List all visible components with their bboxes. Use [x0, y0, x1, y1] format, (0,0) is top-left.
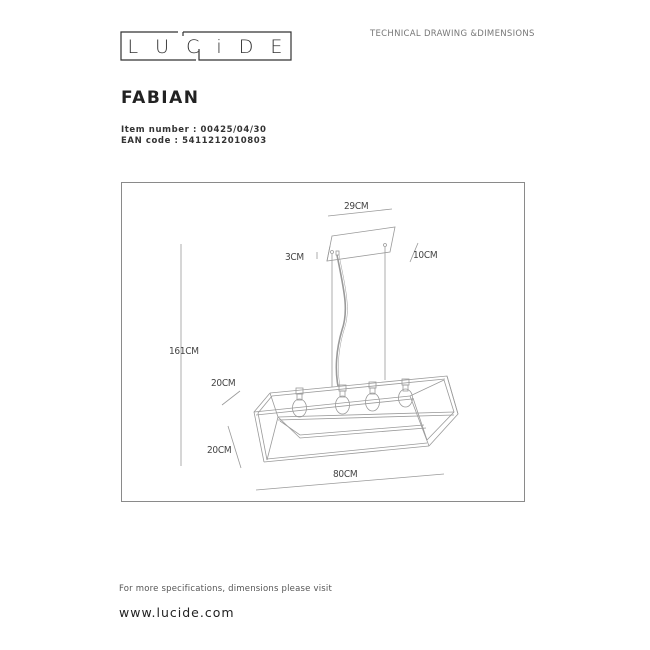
logo-letter: U: [155, 36, 172, 58]
drawing-frame: [121, 182, 525, 502]
dimension-canopy-depth: 10CM: [413, 250, 438, 261]
lucide-logo-frame: [120, 31, 292, 61]
document-type-label: TECHNICAL DRAWING &DIMENSIONS: [370, 29, 535, 39]
footer-note: For more specifications, dimensions plea…: [119, 584, 332, 594]
product-title: FABIAN: [121, 88, 200, 108]
dimension-canopy-length: 29CM: [344, 201, 369, 212]
dimension-frame-length: 80CM: [333, 469, 358, 480]
lucide-logo: L U C i D E: [120, 33, 292, 61]
logo-letter: C: [186, 36, 202, 58]
dimension-canopy-height: 3CM: [285, 252, 304, 263]
logo-letter: L: [127, 36, 141, 58]
ean-code: EAN code : 5411212010803: [121, 136, 267, 146]
item-number: Item number : 00425/04/30: [121, 125, 267, 135]
dimension-frame-height: 20CM: [207, 445, 232, 456]
bulbs: [292, 378, 413, 418]
website-link[interactable]: www.lucide.com: [119, 605, 235, 620]
logo-letter: E: [270, 36, 285, 58]
dimension-total-height: 161CM: [169, 346, 199, 357]
logo-letter: D: [238, 36, 256, 58]
logo-letter: i: [216, 36, 224, 58]
dimension-frame-depth: 20CM: [211, 378, 236, 389]
